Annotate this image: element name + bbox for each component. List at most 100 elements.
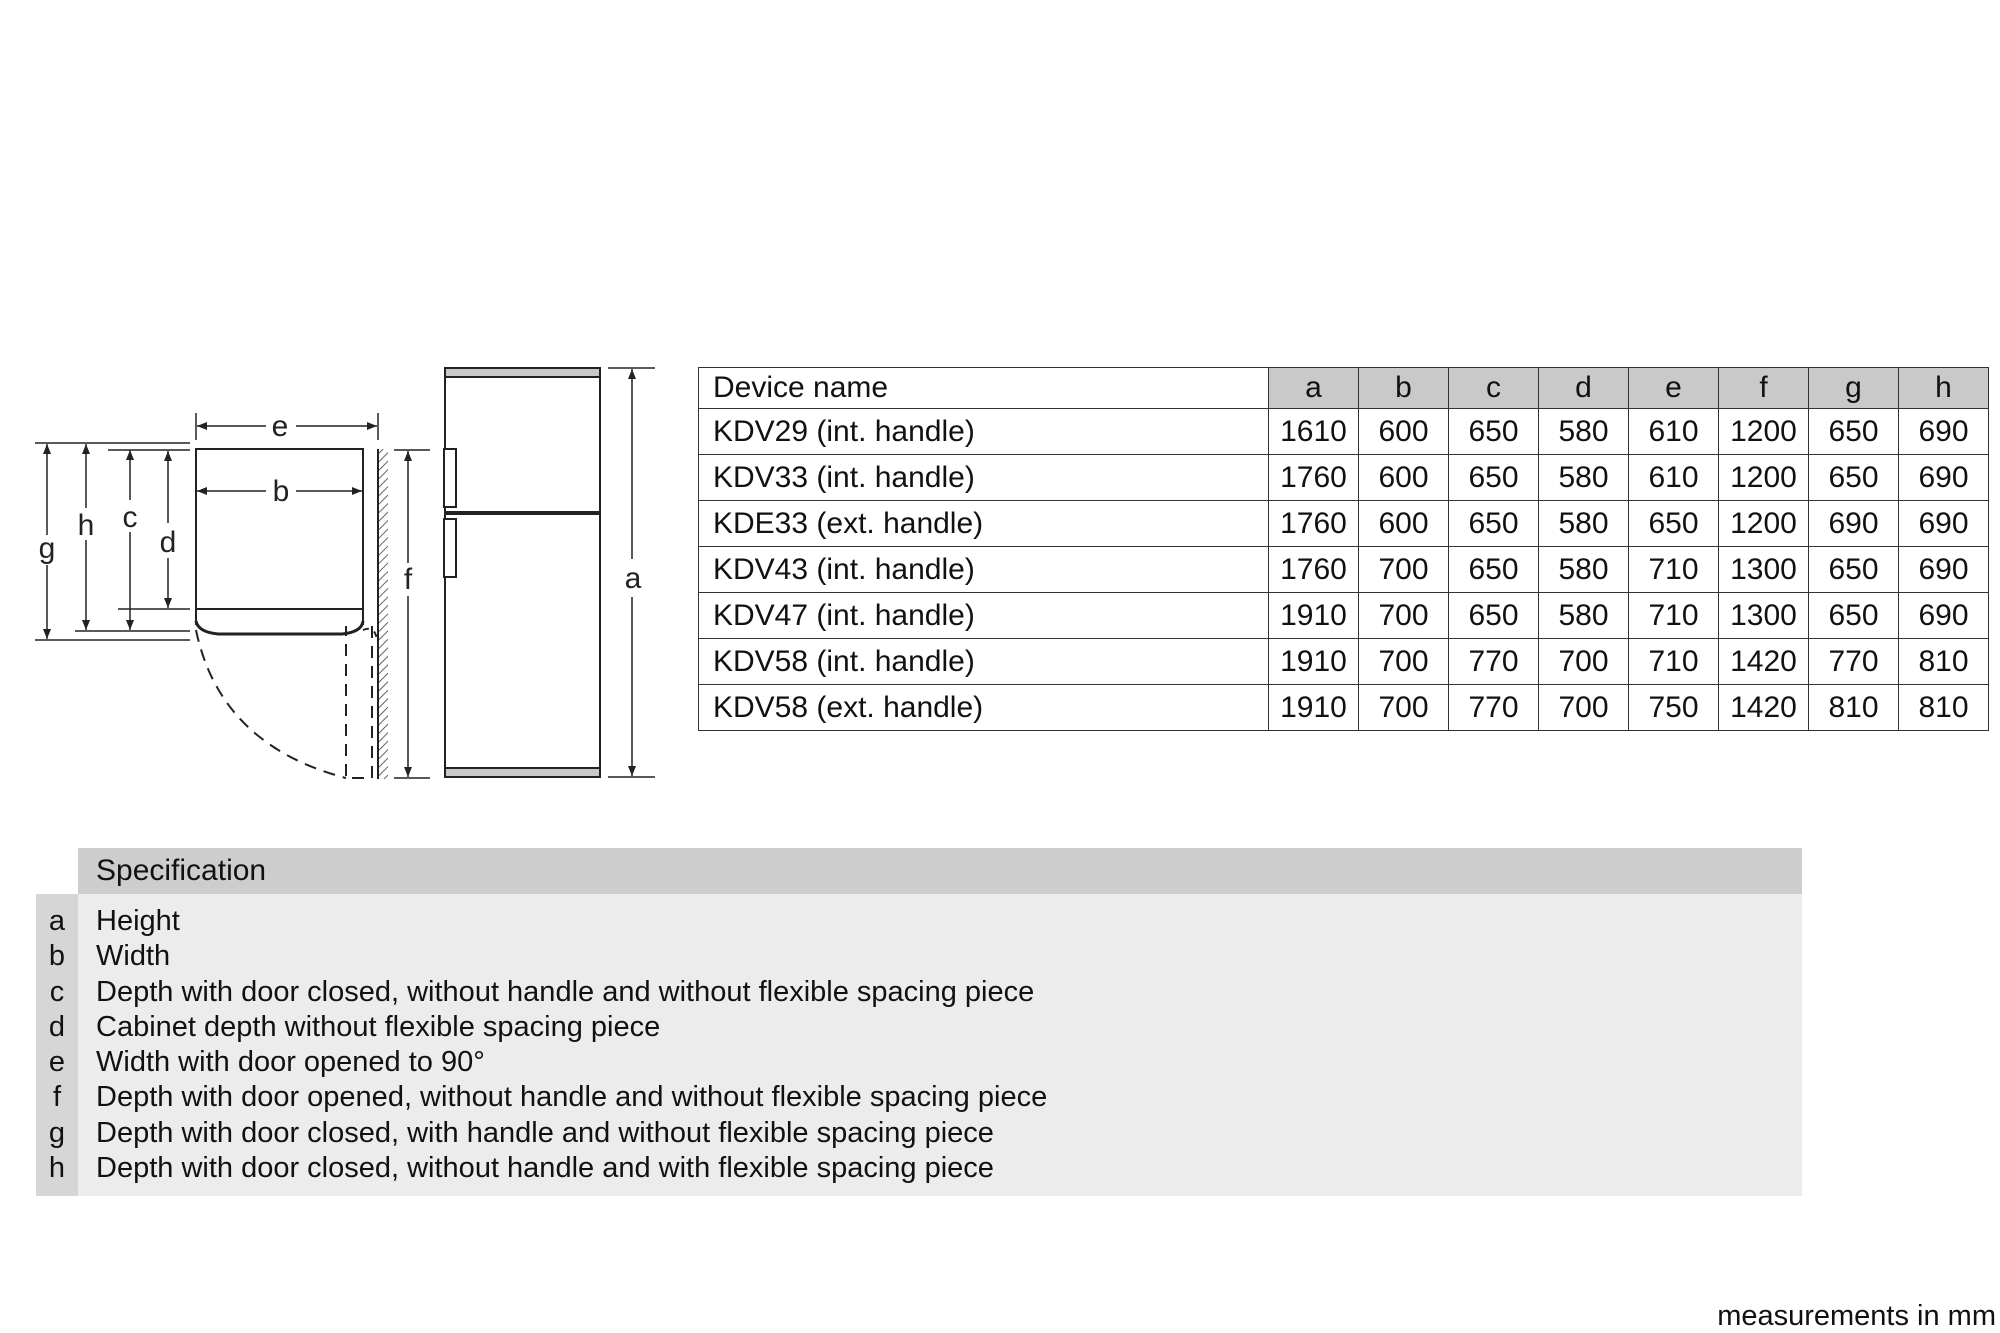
table-row: KDV29 (int. handle) 1610 600 650 580 610… [698,408,1989,455]
header-c: c [1448,367,1539,409]
device-name-cell: KDV43 (int. handle) [698,546,1269,593]
value-cell-a: 1910 [1268,684,1359,731]
header-b: b [1358,367,1449,409]
legend-item: d Cabinet depth without flexible spacing… [36,1009,1802,1046]
value-cell-f: 1300 [1718,592,1809,639]
header-d: d [1538,367,1629,409]
legend-item: g Depth with door closed, with handle an… [36,1115,1802,1152]
table-row: KDV47 (int. handle) 1910 700 650 580 710… [698,592,1989,639]
value-cell-d: 580 [1538,500,1629,547]
dim-label-g: g [39,532,56,565]
header-device-name: Device name [698,367,1269,409]
legend-key: g [36,1115,78,1152]
specification-legend: Specification a Height b Width c Depth w… [36,848,1802,1197]
header-h: h [1898,367,1989,409]
legend-description: Width with door opened to 90° [78,1045,1802,1081]
legend-key: c [36,974,78,1010]
legend-key: d [36,1009,78,1046]
value-cell-b: 700 [1358,592,1449,639]
legend-key: h [36,1151,78,1187]
device-name-cell: KDV29 (int. handle) [698,408,1269,455]
value-cell-d: 700 [1538,684,1629,731]
value-cell-e: 710 [1628,638,1719,685]
value-cell-b: 700 [1358,546,1449,593]
legend-key: f [36,1080,78,1116]
value-cell-c: 770 [1448,684,1539,731]
fridge-bottom-plinth [444,767,601,778]
legend-description: Height [78,904,1802,940]
value-cell-d: 580 [1538,546,1629,593]
value-cell-f: 1300 [1718,546,1809,593]
legend-key: e [36,1045,78,1081]
legend-item: e Width with door opened to 90° [36,1045,1802,1081]
value-cell-d: 700 [1538,638,1629,685]
dimensions-table: Device name a b c d e f g h KDV29 (int. … [698,367,1989,731]
header-g: g [1808,367,1899,409]
table-row: KDV33 (int. handle) 1760 600 650 580 610… [698,454,1989,501]
door-swing-arc [195,629,347,779]
top-view-diagram: e b g h c d f [35,410,430,779]
legend-item: c Depth with door closed, without handle… [36,974,1802,1010]
device-name-cell: KDV47 (int. handle) [698,592,1269,639]
value-cell-e: 610 [1628,408,1719,455]
value-cell-d: 580 [1538,592,1629,639]
legend-item: h Depth with door closed, without handle… [36,1151,1802,1187]
value-cell-c: 650 [1448,454,1539,501]
table-row: KDV58 (ext. handle) 1910 700 770 700 750… [698,684,1989,731]
value-cell-h: 690 [1898,592,1989,639]
legend-key: a [36,904,78,940]
table-row: KDE33 (ext. handle) 1760 600 650 580 650… [698,500,1989,547]
legend-item: b Width [36,939,1802,975]
specification-header: Specification [36,848,1802,894]
device-name-cell: KDE33 (ext. handle) [698,500,1269,547]
value-cell-e: 750 [1628,684,1719,731]
value-cell-e: 710 [1628,592,1719,639]
value-cell-g: 650 [1808,592,1899,639]
door-open-outline [345,626,373,779]
header-e: e [1628,367,1719,409]
value-cell-c: 650 [1448,500,1539,547]
legend-description: Cabinet depth without flexible spacing p… [78,1009,1802,1046]
value-cell-h: 690 [1898,500,1989,547]
fridge-top-strip [444,367,601,378]
value-cell-h: 690 [1898,546,1989,593]
legend-key: b [36,939,78,975]
value-cell-c: 650 [1448,408,1539,455]
dim-label-a: a [625,562,642,595]
wall-hatch [378,449,388,779]
header-a: a [1268,367,1359,409]
value-cell-g: 650 [1808,408,1899,455]
legend-description: Depth with door closed, without handle a… [78,974,1802,1010]
dim-label-d: d [160,526,177,559]
front-view-diagram: a [443,367,655,778]
dimension-diagram: e b g h c d f [35,367,655,779]
legend-description: Width [78,939,1802,975]
header-key-spacer [36,848,78,894]
legend-description: Depth with door closed, without handle a… [78,1151,1802,1187]
value-cell-g: 810 [1808,684,1899,731]
dim-label-e: e [272,410,289,443]
value-cell-f: 1200 [1718,500,1809,547]
value-cell-c: 770 [1448,638,1539,685]
lower-door-handle [443,518,457,578]
specification-title: Specification [78,848,1802,894]
door-closed [194,620,365,636]
legend-description: Depth with door closed, with handle and … [78,1115,1802,1152]
value-cell-h: 810 [1898,638,1989,685]
value-cell-b: 600 [1358,500,1449,547]
value-cell-f: 1200 [1718,408,1809,455]
value-cell-b: 600 [1358,408,1449,455]
value-cell-a: 1760 [1268,454,1359,501]
value-cell-g: 650 [1808,546,1899,593]
value-cell-a: 1760 [1268,546,1359,593]
value-cell-h: 690 [1898,408,1989,455]
value-cell-c: 650 [1448,546,1539,593]
upper-door-handle [443,448,457,508]
value-cell-e: 610 [1628,454,1719,501]
legend-top-padding [36,894,1802,904]
value-cell-g: 650 [1808,454,1899,501]
legend-description: Depth with door opened, without handle a… [78,1080,1802,1116]
value-cell-d: 580 [1538,408,1629,455]
device-name-cell: KDV33 (int. handle) [698,454,1269,501]
table-header-row: Device name a b c d e f g h [698,367,1989,409]
